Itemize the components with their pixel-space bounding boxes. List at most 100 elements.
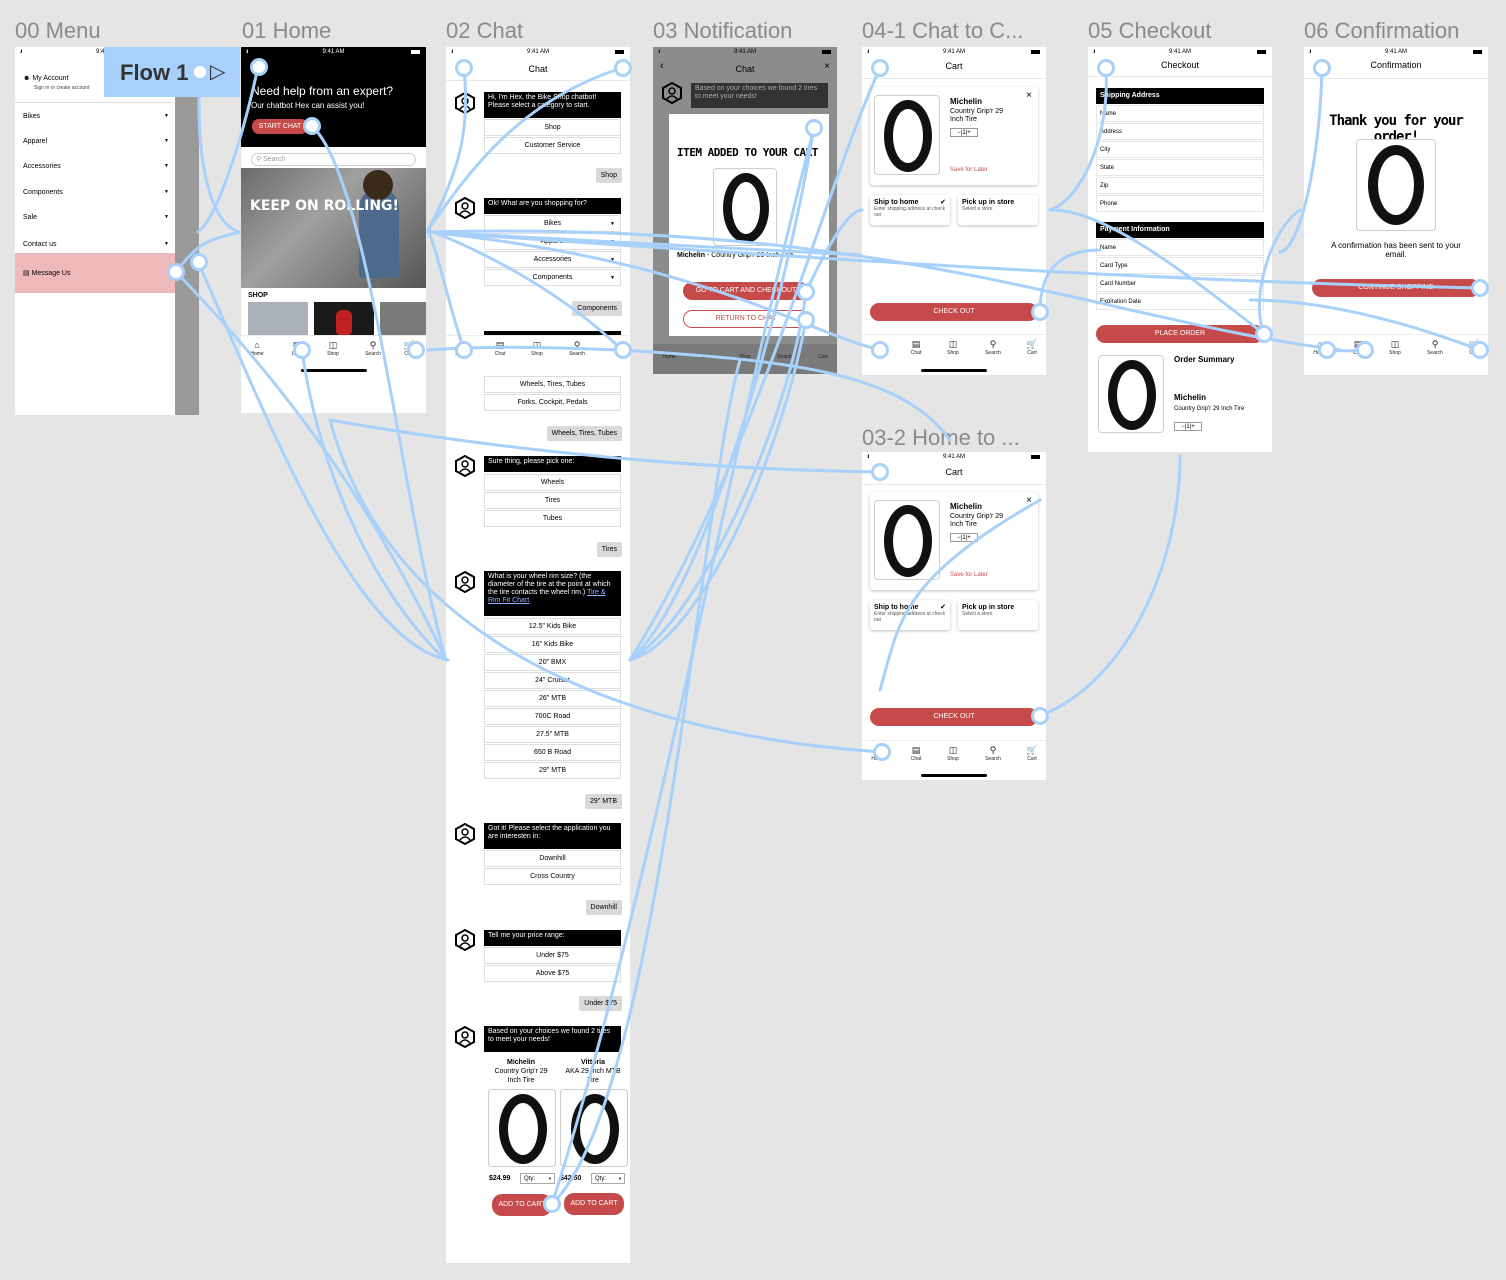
connection-node[interactable] [250, 58, 268, 76]
option-shop[interactable]: Shop [484, 119, 621, 136]
connection-node[interactable] [873, 743, 891, 761]
option-customer-service[interactable]: Customer Service [484, 137, 621, 154]
continue-shopping-button[interactable]: CONTINUE SHOPPING [1312, 279, 1480, 297]
option-rim-size[interactable]: 20" BMX [484, 654, 621, 671]
ship-to-home-option[interactable]: Ship to home Enter shipping address at c… [870, 600, 950, 630]
connection-node[interactable] [871, 463, 889, 481]
connection-node[interactable] [1031, 303, 1049, 321]
message-us-button[interactable]: ▤ Message Us [15, 253, 175, 293]
connection-node[interactable] [805, 119, 823, 137]
shipping-field[interactable]: Name [1096, 105, 1264, 122]
connection-node[interactable] [303, 117, 321, 135]
qty-stepper[interactable]: −|1|+ [1174, 422, 1202, 431]
option-rim-size[interactable]: 27.5" MTB [484, 726, 621, 743]
option-rim-size[interactable]: 24" Cruiser [484, 672, 621, 689]
option-apparel[interactable]: Apparel▼ [484, 233, 621, 250]
qty-stepper[interactable]: −|1|+ [950, 533, 978, 542]
tab-shop[interactable]: ◫Shop [315, 339, 351, 357]
connection-node[interactable] [1471, 341, 1489, 359]
tab-home[interactable]: ⌂Home [241, 339, 275, 357]
menu-item-sale[interactable]: Sale▼ [23, 214, 169, 221]
option-tubes[interactable]: Tubes [484, 510, 621, 527]
option-tires[interactable]: Tires [484, 492, 621, 509]
return-to-chat-button[interactable]: RETURN TO CHAT [683, 310, 809, 328]
menu-item-accessories[interactable]: Accessories▼ [23, 163, 169, 170]
tab-chat[interactable]: ▤Chat [898, 744, 934, 762]
option-accessories[interactable]: Accessories▼ [484, 251, 621, 268]
back-icon[interactable]: ‹ [660, 60, 664, 72]
tab-search[interactable]: ⚲Search [559, 339, 595, 357]
add-to-cart-michelin-button[interactable]: ADD TO CART [492, 1194, 552, 1216]
shipping-field[interactable]: City [1096, 141, 1264, 158]
tab-shop[interactable]: ◫Shop [935, 338, 971, 356]
tab-cart[interactable]: 🛒Cart [1014, 338, 1046, 356]
shipping-field[interactable]: State [1096, 159, 1264, 176]
tab-chat[interactable]: ▤Chat [482, 339, 518, 357]
product-vittoria-image[interactable] [560, 1089, 628, 1167]
qty-select-vittoria[interactable]: Qty:▼ [591, 1173, 625, 1184]
tab-shop[interactable]: ◫Shop [519, 339, 555, 357]
go-to-cart-checkout-button[interactable]: GO TO CART AND CHECKOUT [683, 282, 809, 300]
ship-to-home-option[interactable]: Ship to home Enter shipping address at c… [870, 195, 950, 225]
add-to-cart-vittoria-button[interactable]: ADD TO CART [564, 1193, 624, 1215]
connection-node[interactable] [1318, 341, 1336, 359]
option-rim-size[interactable]: 650 B Road [484, 744, 621, 761]
remove-item-icon[interactable]: × [1026, 495, 1032, 506]
tab-search[interactable]: ⚲Search [975, 338, 1011, 356]
qty-stepper[interactable]: −|1|+ [950, 128, 978, 137]
option-wheels[interactable]: Wheels [484, 474, 621, 491]
search-input[interactable]: ⚲ Search [251, 153, 416, 166]
connection-node[interactable] [1313, 59, 1331, 77]
option-rim-size[interactable]: 26" MTB [484, 690, 621, 707]
connection-node[interactable] [1031, 707, 1049, 725]
pickup-in-store-option[interactable]: Pick up in store Select a store [958, 195, 1038, 225]
connection-node[interactable] [167, 263, 185, 281]
connection-node[interactable] [455, 341, 473, 359]
menu-item-apparel[interactable]: Apparel▼ [23, 138, 169, 145]
option-components[interactable]: Components▼ [484, 269, 621, 286]
menu-item-bikes[interactable]: Bikes▼ [23, 113, 169, 120]
menu-backdrop[interactable] [175, 47, 199, 415]
hero-banner-image[interactable]: KEEP ON ROLLING! [241, 168, 426, 288]
option-downhill[interactable]: Downhill [484, 850, 621, 867]
connection-node[interactable] [797, 311, 815, 329]
tab-shop[interactable]: ◫Shop [935, 744, 971, 762]
connection-node[interactable] [797, 283, 815, 301]
close-icon[interactable]: × [824, 61, 830, 72]
place-order-button[interactable]: PLACE ORDER [1096, 325, 1264, 343]
connection-node[interactable] [614, 341, 632, 359]
connection-node[interactable] [614, 59, 632, 77]
product-michelin-image[interactable] [488, 1089, 556, 1167]
connection-node[interactable] [1471, 279, 1489, 297]
tab-search[interactable]: ⚲Search [975, 744, 1011, 762]
remove-item-icon[interactable]: × [1026, 90, 1032, 101]
tab-search[interactable]: ⚲Search [355, 339, 391, 357]
option-cross-country[interactable]: Cross Country [484, 868, 621, 885]
connection-node[interactable] [543, 1195, 561, 1213]
payment-field[interactable]: Card Type [1096, 257, 1264, 274]
option-rim-size[interactable]: 12.5" Kids Bike [484, 618, 621, 635]
shipping-field[interactable]: Phone [1096, 195, 1264, 212]
option-bikes[interactable]: Bikes▼ [484, 215, 621, 232]
option-rim-size[interactable]: 16" Kids Bike [484, 636, 621, 653]
tab-chat[interactable]: ▤Chat [898, 338, 934, 356]
tab-shop[interactable]: ◫Shop [1377, 338, 1413, 356]
connection-node[interactable] [1356, 341, 1374, 359]
payment-field[interactable]: Expiration Date [1096, 293, 1264, 310]
save-for-later-link[interactable]: Save for Later [950, 167, 988, 173]
option-rim-size[interactable]: 700C Road [484, 708, 621, 725]
checkout-button[interactable]: CHECK OUT [870, 303, 1038, 321]
shipping-field[interactable]: Address [1096, 123, 1264, 140]
payment-field[interactable]: Name [1096, 239, 1264, 256]
option-above-75[interactable]: Above $75 [484, 965, 621, 982]
connection-node[interactable] [871, 59, 889, 77]
option-rim-size[interactable]: 29" MTB [484, 762, 621, 779]
start-chat-button[interactable]: START CHAT [252, 119, 308, 134]
account-link[interactable]: ☻ My Account [23, 75, 69, 82]
qty-select-michelin[interactable]: Qty:▼ [520, 1173, 555, 1184]
flow-start-tag[interactable]: Flow 1 ▷ [104, 47, 240, 97]
option-wheels-tires-tubes[interactable]: Wheels, Tires, Tubes [484, 376, 621, 393]
connection-node[interactable] [191, 63, 209, 81]
pickup-in-store-option[interactable]: Pick up in store Select a store [958, 600, 1038, 630]
menu-item-components[interactable]: Components▼ [23, 189, 169, 196]
